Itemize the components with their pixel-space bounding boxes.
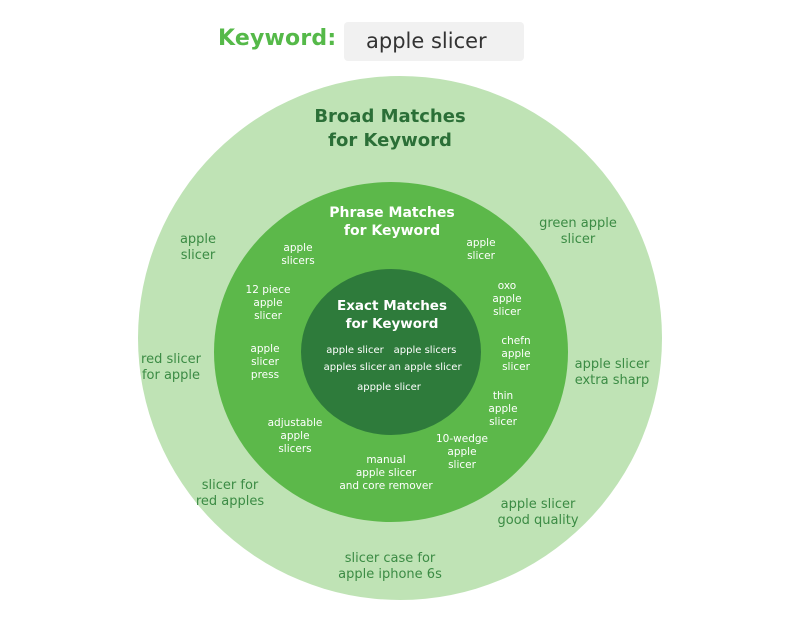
exact-match-item: apple slicers (393, 345, 457, 356)
keyword-header: Keyword: apple slicer (0, 22, 800, 62)
exact-match-item: apple slicer (326, 345, 384, 356)
exact-match-item: apples slicer (323, 362, 387, 373)
exact-matches-circle (301, 269, 481, 435)
keyword-value-box: apple slicer (344, 22, 524, 61)
keyword-label: Keyword: (218, 26, 337, 51)
exact-match-item: an apple slicer (388, 362, 462, 373)
exact-match-item: appple slicer (357, 382, 421, 393)
